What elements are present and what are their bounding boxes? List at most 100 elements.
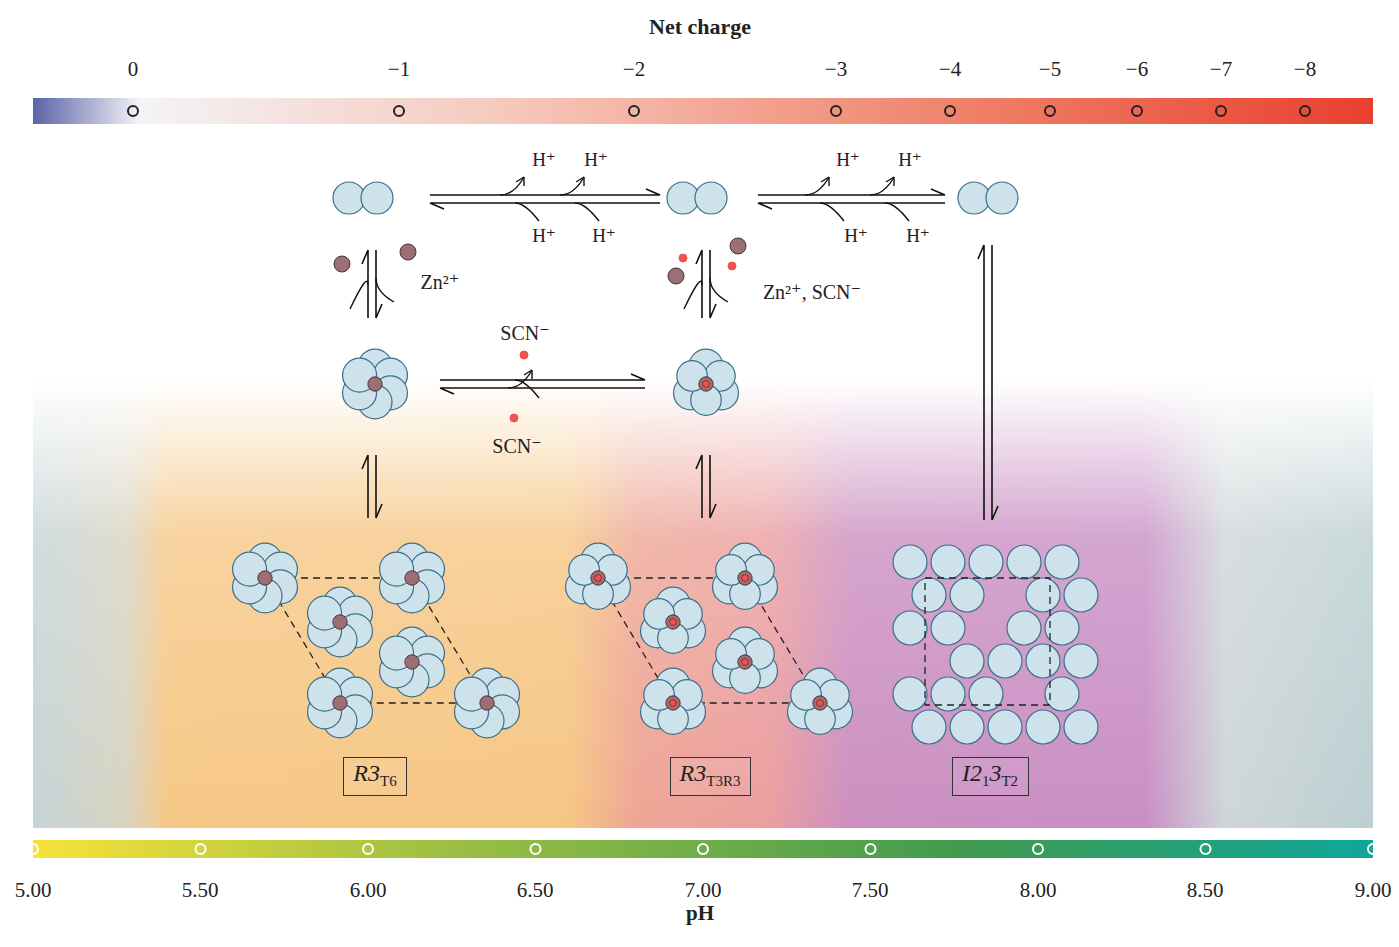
tick-label: −6 bbox=[1126, 58, 1148, 81]
release-arrow bbox=[508, 370, 532, 388]
zinc-ion bbox=[591, 571, 605, 585]
monomer bbox=[969, 677, 1003, 711]
ion-arrow bbox=[350, 281, 368, 309]
tick-marker bbox=[866, 844, 876, 854]
space-group-symbol: I2 bbox=[962, 760, 982, 787]
tick-label: 5.00 bbox=[15, 879, 52, 902]
tick-label: 9.00 bbox=[1355, 879, 1392, 902]
tick-marker bbox=[394, 106, 404, 116]
thiocyanate-ion bbox=[742, 575, 749, 582]
zinc-ion bbox=[738, 655, 752, 669]
monomer bbox=[893, 545, 927, 579]
equilibrium-arrow bbox=[440, 374, 645, 380]
tick-label: 6.00 bbox=[350, 879, 387, 902]
tick-label: 7.00 bbox=[685, 879, 722, 902]
zinc-ion bbox=[333, 696, 347, 710]
unit-cell-outline bbox=[598, 578, 820, 703]
thiocyanate-ion bbox=[510, 414, 518, 422]
monomer bbox=[667, 182, 699, 214]
unit-cell-outline bbox=[925, 578, 1050, 705]
space-group-subscript: T2 bbox=[1001, 773, 1018, 790]
tick-label: 5.50 bbox=[182, 879, 219, 902]
space-group-subscript: T3R3 bbox=[706, 773, 740, 790]
ph-colour-bar bbox=[33, 840, 1373, 858]
species-label: H⁺ bbox=[532, 150, 556, 171]
equilibrium-arrow bbox=[992, 245, 998, 520]
zinc-ion bbox=[334, 256, 350, 272]
zinc-ion bbox=[666, 696, 680, 710]
zinc-ion bbox=[699, 377, 713, 391]
monomer bbox=[1045, 545, 1079, 579]
equilibrium-arrow bbox=[376, 455, 382, 518]
monomer bbox=[1026, 644, 1060, 678]
zinc-ion bbox=[480, 696, 494, 710]
monomer bbox=[950, 710, 984, 744]
space-group-subscript: 1 bbox=[982, 773, 990, 790]
monomer bbox=[1064, 644, 1098, 678]
equilibrium-arrow bbox=[696, 455, 702, 518]
zinc-ion bbox=[368, 377, 382, 391]
ion-arrow bbox=[376, 278, 394, 302]
ph-region-background bbox=[33, 380, 1373, 828]
space-group-symbol: R3 bbox=[680, 760, 707, 787]
tick-marker bbox=[1300, 106, 1310, 116]
thiocyanate-ion bbox=[703, 381, 710, 388]
ion-arrow bbox=[684, 281, 702, 309]
equilibrium-arrow bbox=[430, 189, 660, 195]
zinc-ion bbox=[333, 615, 347, 629]
monomer bbox=[912, 578, 946, 612]
release-arrow bbox=[500, 177, 524, 195]
tick-marker bbox=[831, 106, 841, 116]
monomer bbox=[695, 182, 727, 214]
monomer bbox=[1026, 710, 1060, 744]
tick-marker bbox=[1045, 106, 1055, 116]
tick-label: −2 bbox=[623, 58, 645, 81]
species-label: H⁺ bbox=[898, 150, 922, 171]
thiocyanate-ion bbox=[520, 351, 528, 359]
tick-marker bbox=[196, 844, 206, 854]
release-arrow bbox=[886, 177, 894, 186]
monomer bbox=[950, 644, 984, 678]
monomer bbox=[931, 611, 965, 645]
zinc-ion bbox=[258, 571, 272, 585]
axis-title: Net charge bbox=[649, 15, 751, 39]
zinc-ion bbox=[668, 268, 684, 284]
monomer bbox=[1007, 545, 1041, 579]
tick-marker bbox=[1201, 844, 1211, 854]
tick-label: 6.50 bbox=[517, 879, 554, 902]
tick-marker bbox=[28, 844, 38, 854]
equilibrium-arrow bbox=[758, 189, 945, 195]
space-group-symbol: 3 bbox=[989, 760, 1001, 787]
uptake-arrow bbox=[575, 203, 599, 221]
species-label: SCN⁻ bbox=[500, 322, 549, 344]
species-label: Zn²⁺ bbox=[421, 271, 460, 293]
equilibrium-arrow bbox=[440, 388, 645, 394]
release-arrow bbox=[560, 177, 584, 195]
space-group-box: R3T3R3 bbox=[670, 757, 751, 796]
zinc-ion bbox=[405, 571, 419, 585]
space-group-box: R3T6 bbox=[343, 757, 407, 796]
tick-marker bbox=[698, 844, 708, 854]
species-label: H⁺ bbox=[532, 226, 556, 247]
monomer bbox=[986, 182, 1018, 214]
release-arrow bbox=[870, 177, 894, 195]
equilibrium-arrow bbox=[758, 203, 945, 209]
thiocyanate-ion bbox=[679, 254, 687, 262]
zinc-ion bbox=[400, 244, 416, 260]
equilibrium-arrow bbox=[978, 245, 984, 520]
tick-marker bbox=[1368, 844, 1378, 854]
uptake-arrow bbox=[820, 203, 844, 221]
thiocyanate-ion bbox=[742, 659, 749, 666]
tick-label: −7 bbox=[1210, 58, 1232, 81]
tick-label: 8.00 bbox=[1020, 879, 1057, 902]
tick-label: −1 bbox=[388, 58, 410, 81]
species-label: H⁺ bbox=[844, 226, 868, 247]
uptake-arrow bbox=[515, 203, 539, 221]
tick-label: −8 bbox=[1294, 58, 1316, 81]
zinc-ion bbox=[405, 655, 419, 669]
space-group-subscript: T6 bbox=[380, 773, 397, 790]
zinc-ion bbox=[666, 615, 680, 629]
tick-marker bbox=[128, 106, 138, 116]
equilibrium-arrow bbox=[362, 455, 368, 518]
